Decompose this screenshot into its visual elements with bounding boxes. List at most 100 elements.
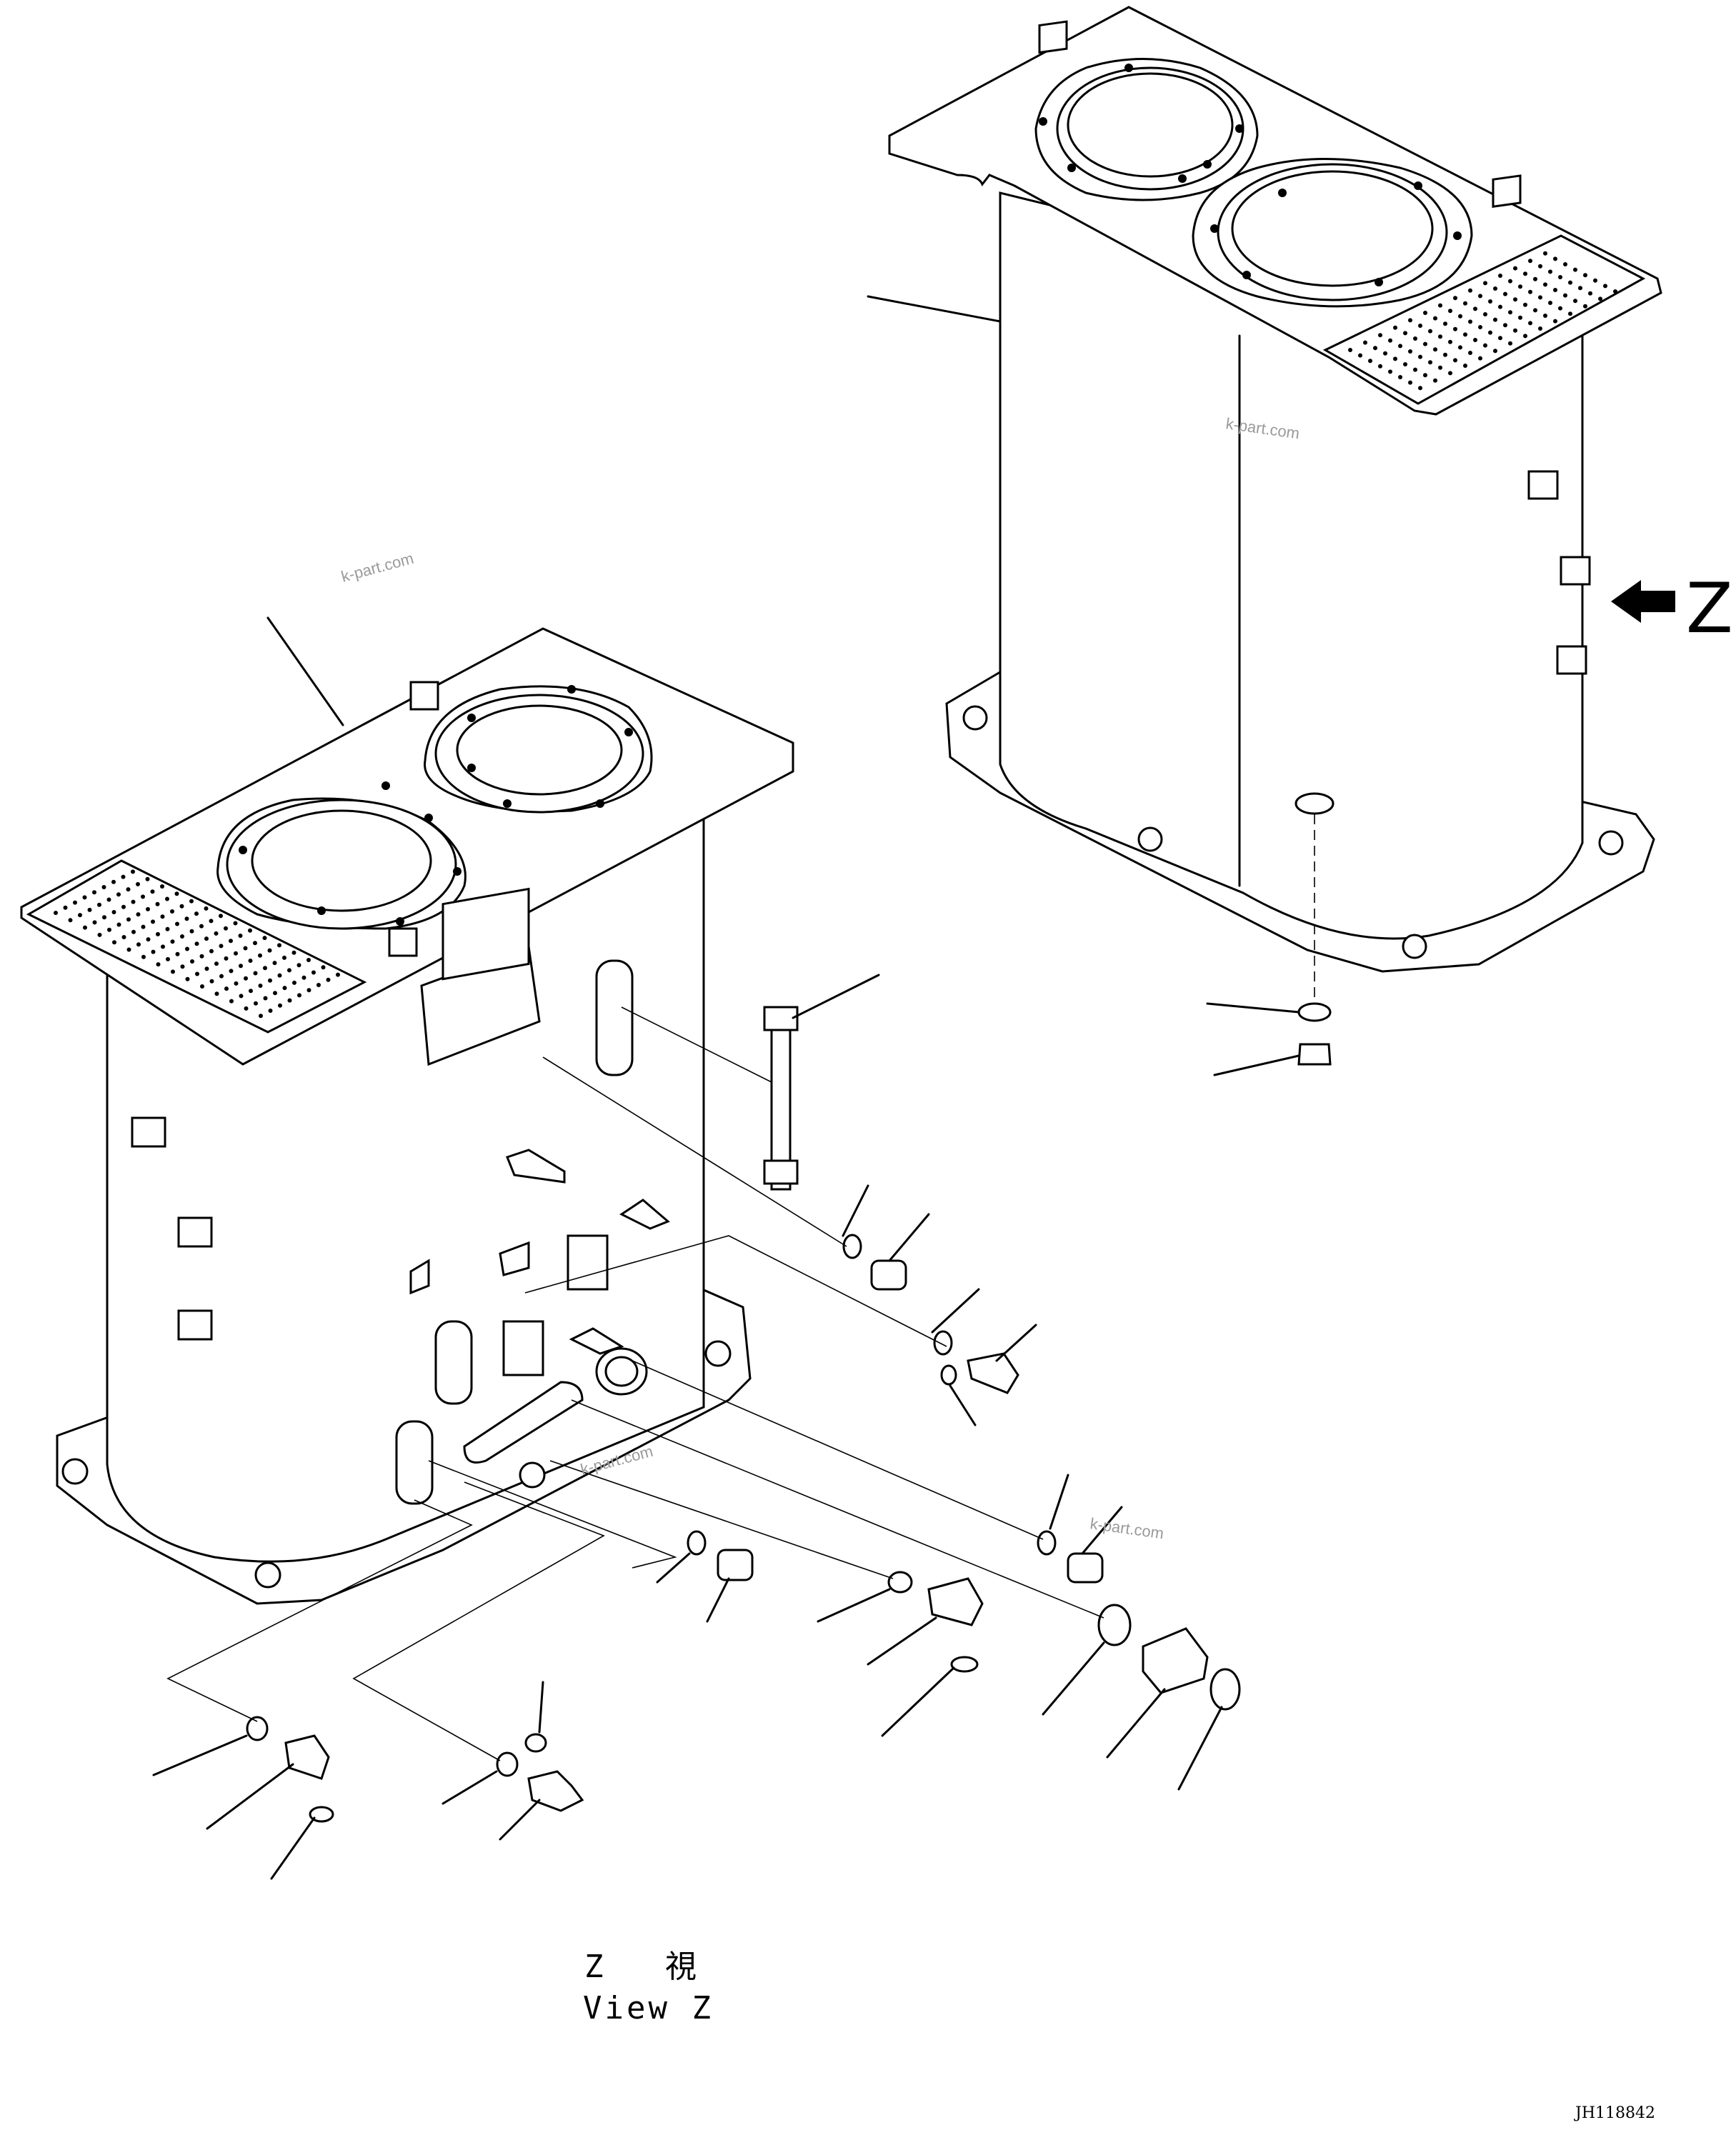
perforation-dot	[248, 928, 252, 933]
perforation-dot	[111, 879, 116, 884]
view-caption-jp: Z 視	[584, 1949, 718, 1985]
perforation-dot	[97, 932, 102, 937]
perforation-dot	[1378, 333, 1382, 338]
perforation-dot	[1418, 324, 1422, 328]
perforation-dot	[311, 970, 316, 975]
perforation-dot	[1348, 348, 1352, 352]
perforation-dot	[224, 986, 229, 991]
perforation-dot	[244, 1006, 249, 1011]
perforation-dot	[82, 895, 87, 900]
perforation-dot	[112, 940, 116, 945]
perforation-dot	[204, 936, 209, 941]
view-z-arrow	[1611, 580, 1675, 623]
perforation-dot	[190, 959, 194, 964]
perforation-dot	[131, 899, 136, 904]
plug	[870, 1259, 907, 1291]
perforation-dot	[1373, 346, 1377, 351]
perforation-dot	[131, 869, 135, 874]
perforation-dot	[1543, 282, 1547, 287]
perforation-dot	[1613, 289, 1617, 294]
perforation-dot	[1488, 330, 1492, 335]
drain-valve	[527, 1770, 584, 1812]
perforation-dot	[297, 993, 301, 998]
perforation-dot	[316, 983, 321, 987]
perforation-dot	[1528, 289, 1532, 294]
perforation-dot	[263, 996, 268, 1001]
perforation-dot	[1378, 364, 1382, 369]
perforation-dot	[306, 958, 311, 962]
tank-lower-left-perforated-plate	[26, 859, 367, 1034]
perforation-dot	[92, 890, 96, 895]
perforation-dot	[306, 988, 311, 993]
perforation-dot	[321, 965, 326, 970]
perforation-dot	[126, 917, 131, 922]
perforation-dot	[219, 944, 224, 949]
perforation-dot	[1478, 325, 1482, 329]
slotted-bracket-upper	[595, 959, 634, 1076]
perforation-dot	[156, 931, 160, 936]
perforation-dot	[146, 906, 150, 911]
perforation-dot	[1523, 302, 1527, 307]
perforation-dot	[151, 949, 156, 954]
perforation-dot	[273, 991, 277, 996]
perforation-dot	[267, 948, 272, 953]
perforation-dot	[171, 969, 175, 974]
perforation-dot	[131, 929, 136, 934]
tank-upper-right-side-block-2	[1560, 556, 1591, 586]
perforation-dot	[292, 980, 296, 985]
perforation-dot	[146, 937, 151, 942]
plug-2	[1067, 1552, 1104, 1584]
perforation-dot	[1428, 329, 1432, 334]
perforation-dot	[179, 904, 184, 909]
perforation-dot	[214, 931, 219, 936]
tank-lower-left-base-bolts	[61, 1340, 732, 1589]
perforation-dot	[195, 971, 199, 976]
perforation-dot	[165, 896, 169, 901]
perforation-dot	[106, 897, 111, 902]
perforation-dot	[116, 922, 121, 927]
perforation-dot	[1358, 353, 1362, 358]
perforation-dot	[170, 909, 174, 914]
perforation-dot	[282, 955, 286, 960]
perforation-dot	[1363, 340, 1367, 345]
perforation-dot	[1548, 301, 1552, 305]
perforation-dot	[1433, 316, 1437, 321]
perforation-dot	[1408, 318, 1412, 323]
perforation-dot	[1413, 336, 1417, 341]
perforation-dot	[199, 954, 204, 959]
perforation-dot	[1423, 311, 1427, 315]
perforation-dot	[1528, 321, 1532, 326]
perforation-dot	[1458, 345, 1462, 350]
perforation-dot	[243, 946, 248, 951]
perforation-dot	[244, 976, 248, 981]
perforation-dot	[1453, 358, 1457, 363]
perforation-dot	[185, 976, 190, 981]
perforation-dot	[272, 961, 277, 966]
perforation-dot	[234, 981, 239, 986]
perforation-dot	[54, 911, 58, 915]
perforation-dot	[68, 918, 73, 923]
perforation-dot	[161, 944, 165, 949]
perforation-dot	[1508, 310, 1512, 315]
perforation-dot	[259, 1014, 263, 1019]
perforation-dot	[1528, 259, 1532, 264]
perforation-dot	[194, 911, 199, 916]
perforation-dot	[204, 966, 209, 971]
perforation-dot	[1538, 295, 1542, 300]
perforation-dot	[219, 974, 224, 979]
tank-upper-right-port-1	[1056, 66, 1244, 191]
perforation-dot	[1508, 279, 1512, 284]
perforation-dot	[268, 1009, 273, 1013]
perforation-dot	[263, 966, 267, 971]
perforation-dot	[258, 953, 262, 958]
perforation-dot	[1383, 351, 1387, 356]
perforation-dot	[145, 876, 150, 881]
perforation-dot	[1443, 321, 1447, 326]
perforation-dot	[1518, 284, 1522, 289]
perforation-dot	[209, 979, 214, 984]
tank-upper-right-perforated-plate	[1322, 234, 1646, 405]
perforation-dot	[287, 998, 292, 1003]
perforation-dot	[136, 881, 140, 886]
perforation-dot	[1393, 356, 1397, 361]
